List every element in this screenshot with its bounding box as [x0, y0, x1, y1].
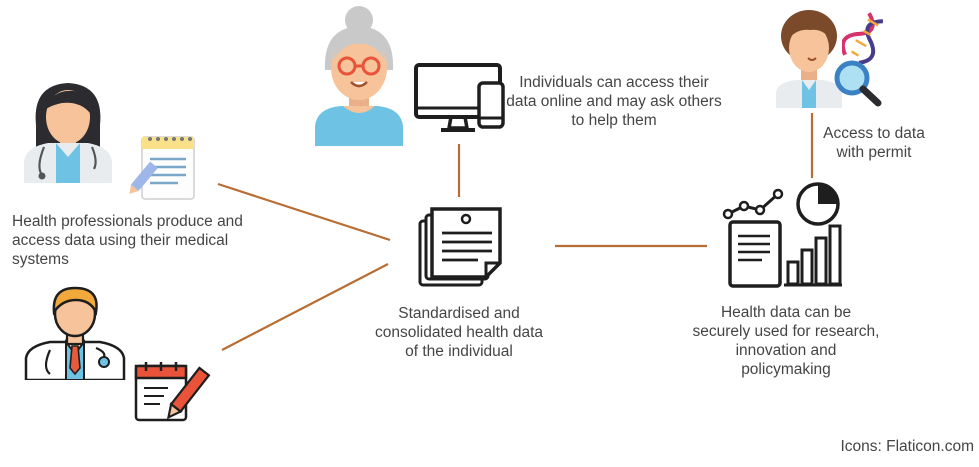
individual-label: Individuals can access their data online…: [506, 74, 722, 129]
consolidated-data-label: Standardised and consolidated health dat…: [374, 305, 544, 360]
icon-credit: Icons: Flaticon.com: [840, 438, 974, 455]
magnifier-icon: [834, 60, 882, 107]
calendar-pencil-icon: [134, 362, 211, 422]
documents-stack-icon: [418, 207, 502, 287]
secondary-use-label: Health data can be securely used for res…: [692, 304, 880, 378]
female-doctor-icon: [24, 83, 112, 183]
dna-icon: [842, 12, 884, 64]
smartphone-icon: [477, 81, 505, 129]
professionals-label: Health professionals produce and access …: [12, 213, 243, 268]
connector-professionals-bottom: [221, 263, 389, 351]
analytics-report-icon: [722, 182, 842, 288]
researcher-label: Access to data with permit: [823, 125, 925, 161]
elderly-woman-icon: [315, 6, 403, 146]
researcher-icon: [776, 10, 842, 108]
clipboard-icon: [129, 136, 195, 200]
male-doctor-icon: [24, 286, 126, 380]
connector-professionals-top: [217, 182, 391, 242]
